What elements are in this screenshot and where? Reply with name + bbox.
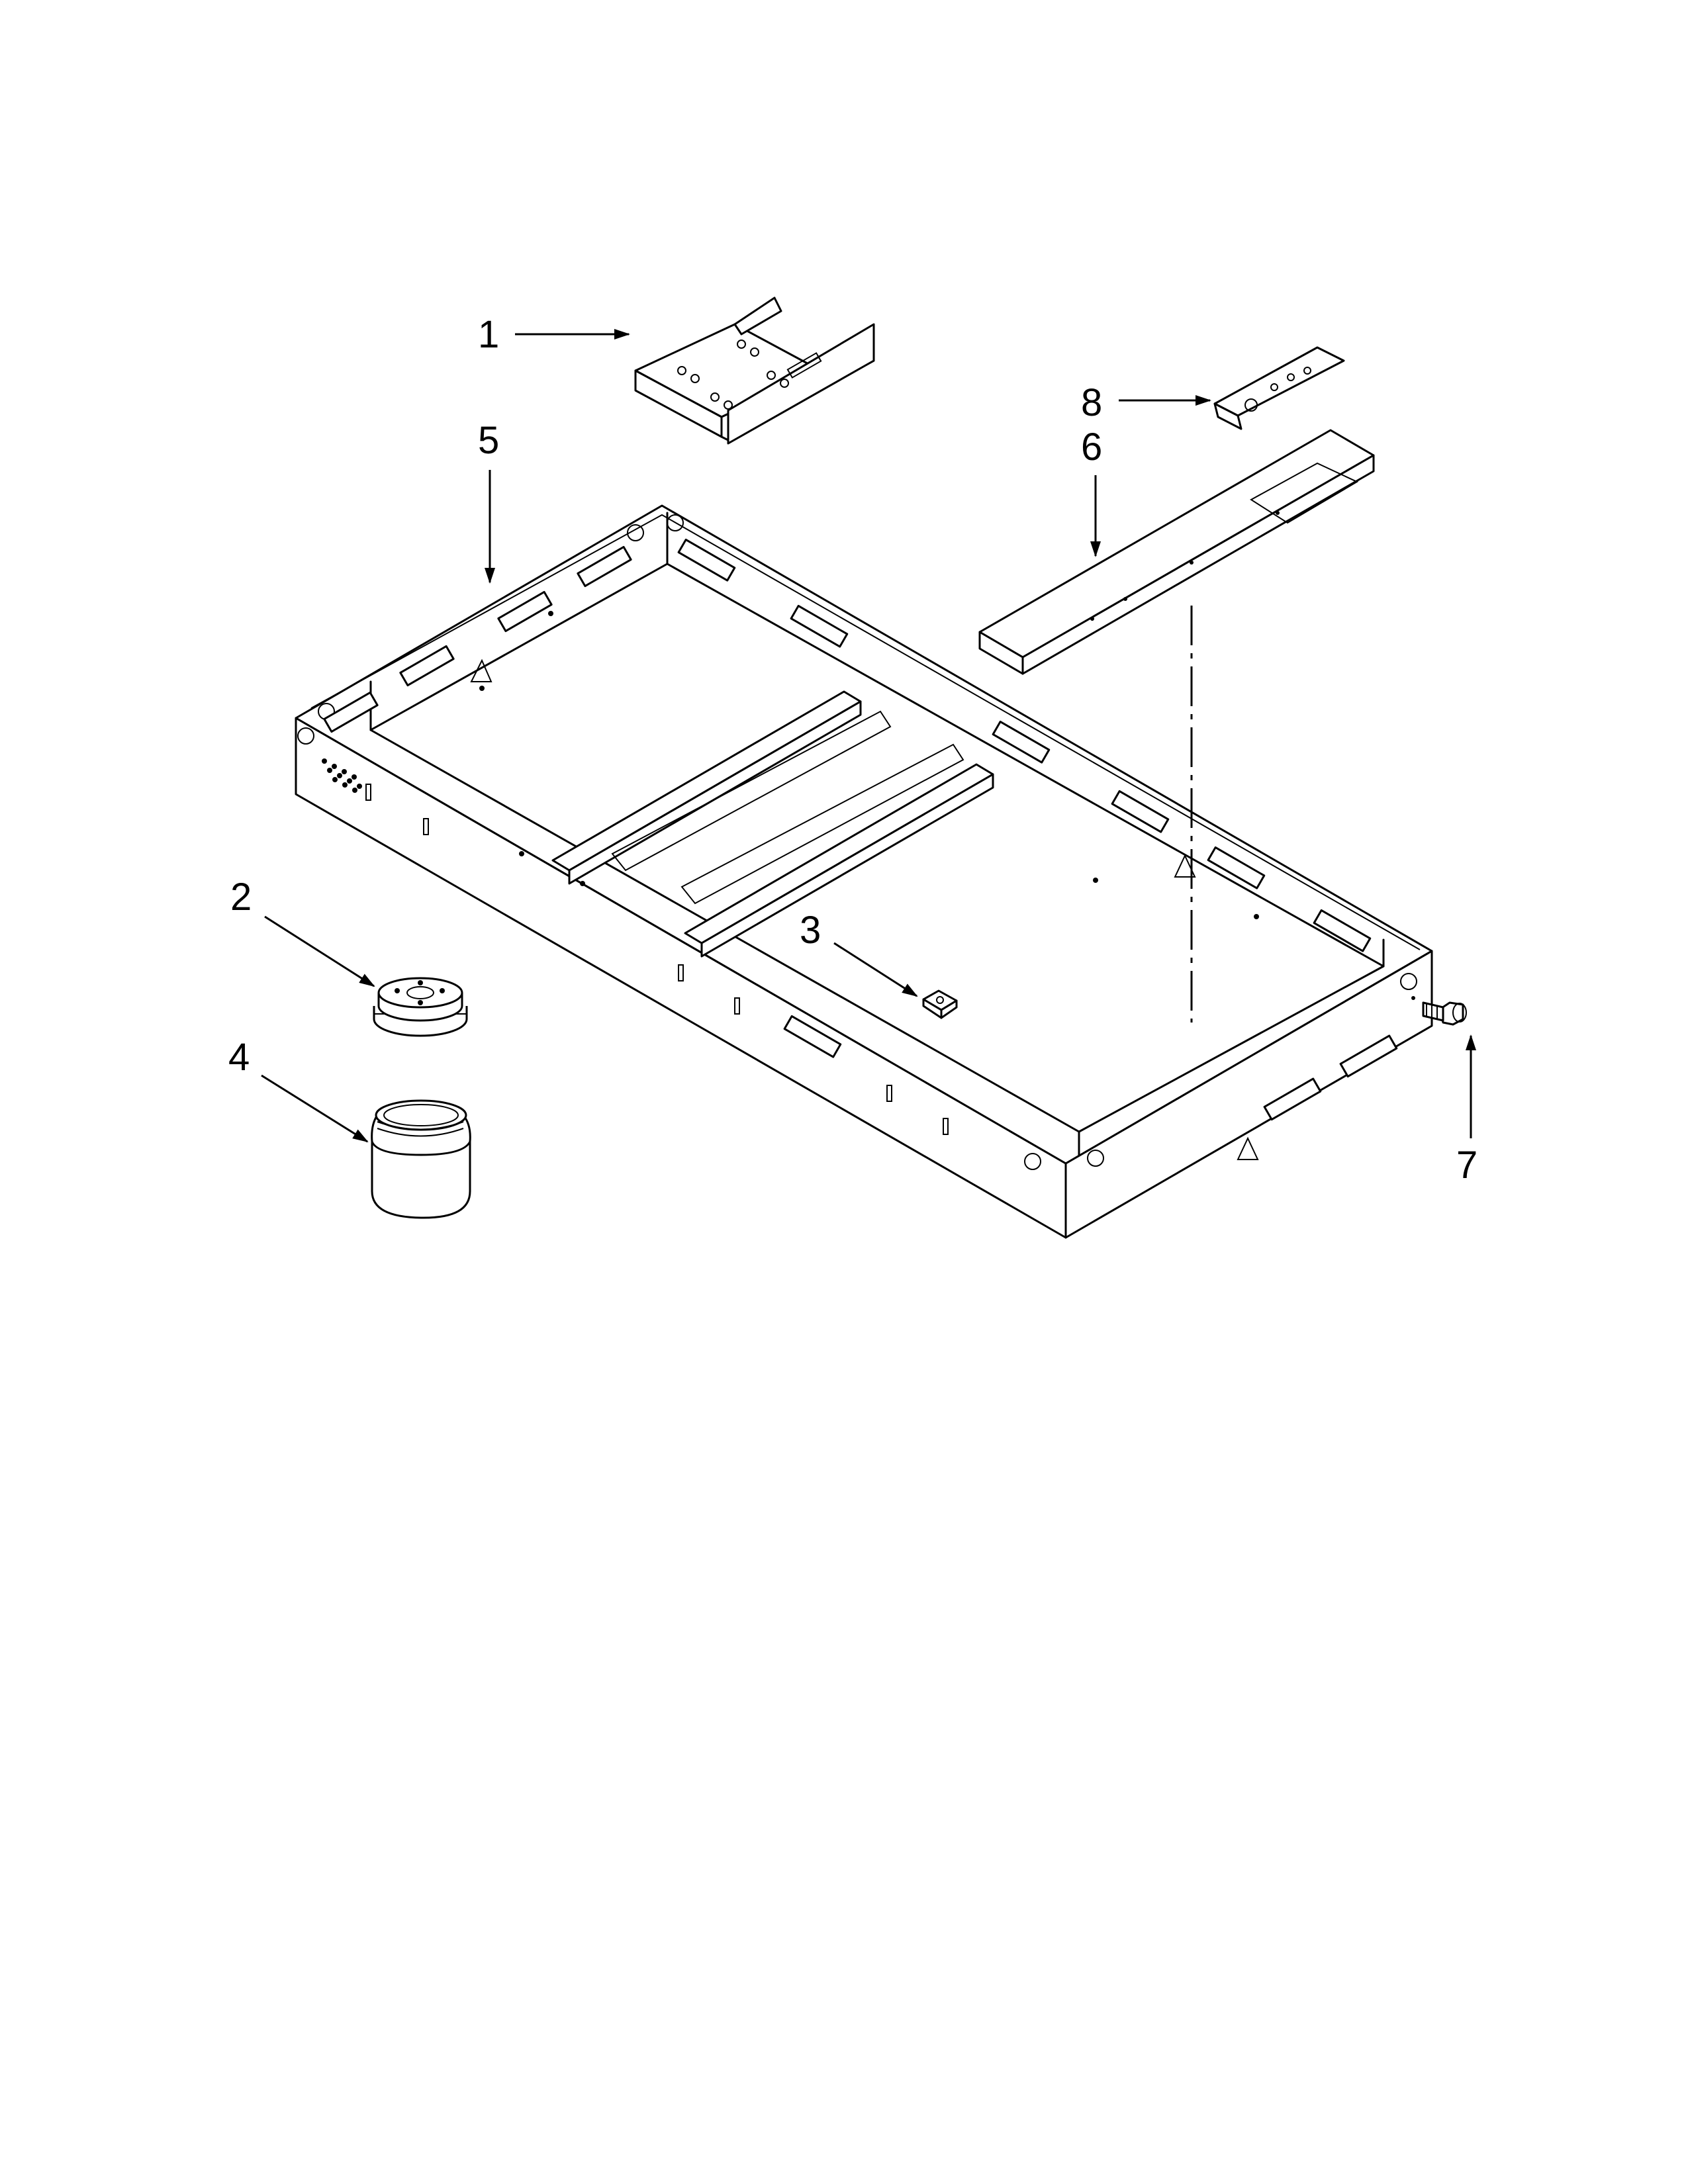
- jar-part-4[interactable]: [371, 1099, 471, 1219]
- callout-label-7: 7: [1456, 1144, 1477, 1187]
- leader-4: [261, 1074, 369, 1143]
- leader-3: [833, 942, 918, 997]
- rail-part-6[interactable]: [978, 429, 1375, 675]
- base-frame-part-5[interactable]: [295, 504, 1433, 1239]
- callout-label-6: 6: [1081, 426, 1102, 469]
- callout-label-5: 5: [478, 419, 499, 462]
- nut-part-3[interactable]: [922, 989, 958, 1019]
- callout-label-4: 4: [228, 1036, 250, 1079]
- callout-label-1: 1: [478, 313, 499, 356]
- callout-label-8: 8: [1081, 381, 1102, 424]
- plate-part-8[interactable]: [1213, 346, 1345, 430]
- bracket-part-1[interactable]: [634, 296, 875, 445]
- cap-part-2[interactable]: [373, 977, 468, 1037]
- leader-2: [264, 915, 375, 987]
- screw-part-7[interactable]: [1411, 996, 1467, 1026]
- callout-label-2: 2: [230, 876, 252, 919]
- callout-label-3: 3: [800, 909, 821, 952]
